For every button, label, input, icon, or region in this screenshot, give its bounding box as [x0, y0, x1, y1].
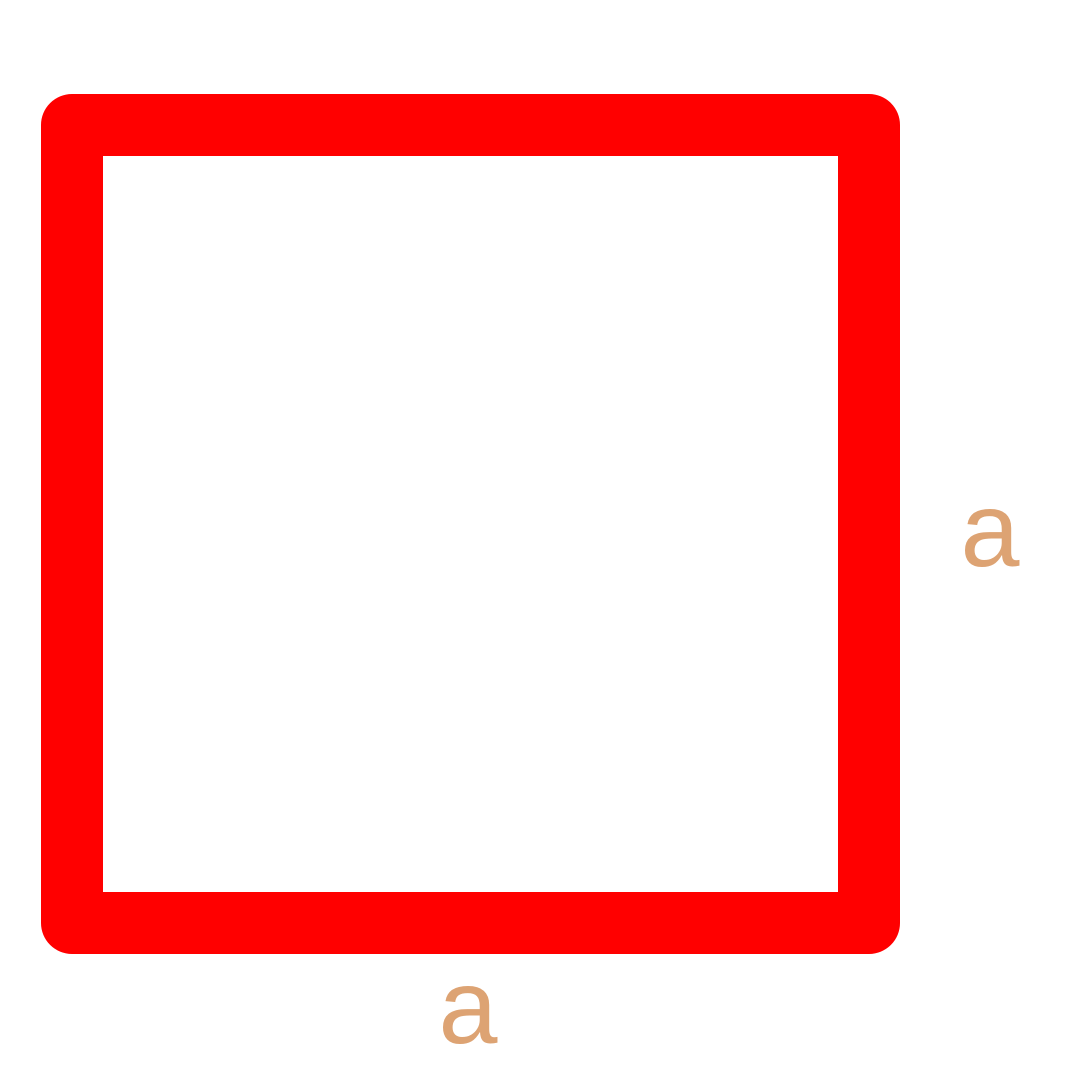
right-side-label: a: [961, 471, 1020, 589]
square-outline: [41, 94, 900, 954]
bottom-side-label: a: [439, 948, 498, 1066]
